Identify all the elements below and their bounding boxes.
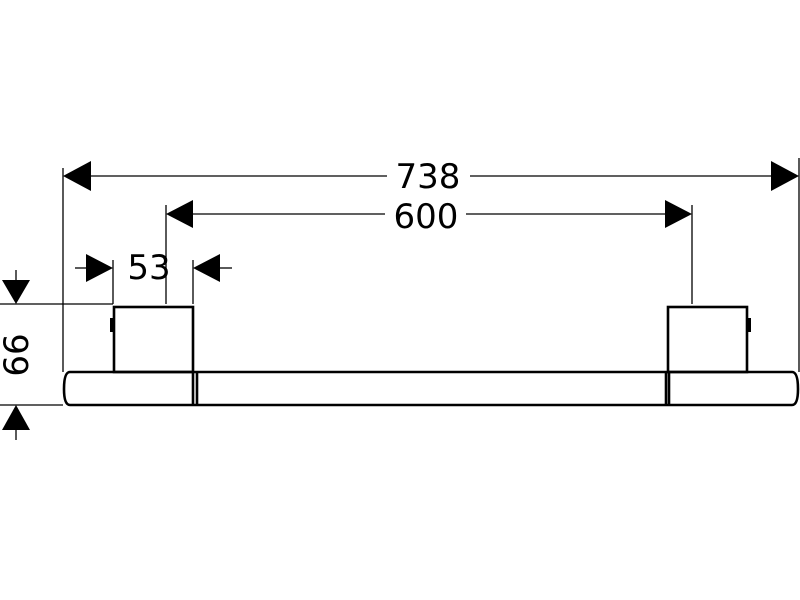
arrowhead-right-icon <box>86 254 113 282</box>
right-mount-block <box>666 305 749 374</box>
arrowhead-right-icon <box>665 200 692 228</box>
dimension-overall-length: 738 <box>62 157 800 372</box>
arrowhead-down-icon <box>2 280 30 304</box>
dimension-height: 66 <box>0 270 113 440</box>
arrowhead-right-icon <box>771 161 799 191</box>
arrowhead-left-icon <box>63 161 91 191</box>
right-mount-screw <box>747 318 751 332</box>
dimension-label-mount-width: 53 <box>127 248 170 288</box>
arrowhead-left-icon <box>193 254 220 282</box>
dimension-label-overall-length: 738 <box>396 157 461 197</box>
arrowhead-up-icon <box>2 405 30 430</box>
left-mount-block <box>112 305 195 374</box>
dimension-label-height: 66 <box>0 333 37 376</box>
bar-body <box>62 370 800 407</box>
dimension-mount-width: 53 <box>75 248 232 304</box>
left-mount-screw <box>110 318 114 332</box>
dimension-mount-spacing: 600 <box>165 197 693 304</box>
grab-bar <box>62 305 800 407</box>
arrowhead-left-icon <box>166 200 193 228</box>
dimension-label-mount-spacing: 600 <box>394 197 459 237</box>
